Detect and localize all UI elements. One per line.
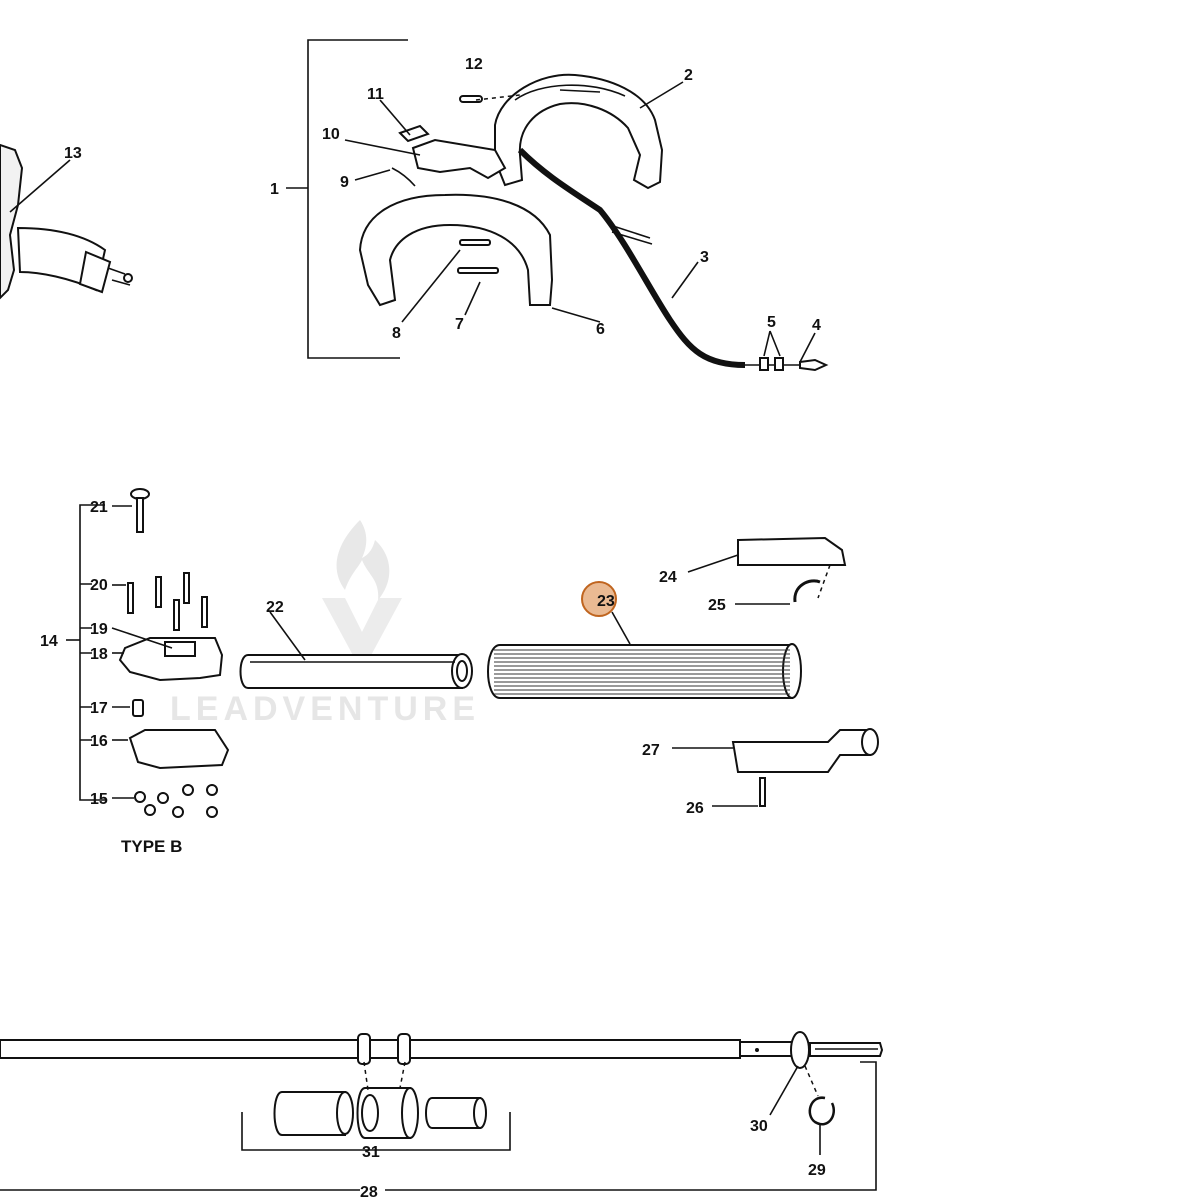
part-31-bushings	[241, 1061, 511, 1151]
callout-28[interactable]: 28	[360, 1184, 378, 1200]
part-15-nuts	[134, 784, 218, 818]
part-24-cap	[687, 536, 847, 599]
callout-2[interactable]: 2	[684, 67, 693, 84]
callout-5[interactable]: 5	[767, 314, 776, 331]
bracket-assembly-1	[286, 39, 408, 359]
callout-18[interactable]: 18	[90, 646, 108, 663]
leader-lines-type-b	[111, 505, 173, 799]
part-16-housing-bottom	[128, 729, 230, 770]
part-10-lever	[411, 138, 507, 180]
callout-14[interactable]: 14	[40, 633, 58, 650]
bracket-28	[0, 1061, 877, 1191]
part-28-shaft	[0, 1033, 884, 1065]
part-27-bracket	[672, 728, 879, 773]
callout-7[interactable]: 7	[455, 316, 464, 333]
assembly-13-drawing	[0, 143, 133, 300]
part-18-housing-top	[118, 637, 224, 682]
callout-9[interactable]: 9	[340, 174, 349, 191]
callout-12[interactable]: 12	[465, 56, 483, 73]
callout-30[interactable]: 30	[750, 1118, 768, 1135]
callout-19[interactable]: 19	[90, 621, 108, 638]
callout-4[interactable]: 4	[812, 317, 821, 334]
bracket-assembly-14	[66, 504, 105, 801]
part-29-clip	[804, 1065, 835, 1155]
part-20-screws	[127, 572, 208, 631]
callout-3[interactable]: 3	[700, 249, 709, 266]
callout-24[interactable]: 24	[659, 569, 677, 586]
callout-31[interactable]: 31	[362, 1144, 380, 1161]
callout-20[interactable]: 20	[90, 577, 108, 594]
callout-27[interactable]: 27	[642, 742, 660, 759]
part-2-upper-cover	[494, 73, 664, 190]
part-22-tube	[239, 611, 473, 689]
callout-16[interactable]: 16	[90, 733, 108, 750]
callout-8[interactable]: 8	[392, 325, 401, 342]
part-4-terminal	[799, 358, 829, 372]
callout-17[interactable]: 17	[90, 700, 108, 717]
part-30-collar	[769, 1031, 810, 1116]
part-8-screw	[459, 239, 491, 246]
part-11-clip	[398, 124, 430, 143]
part-26-screw	[712, 777, 766, 807]
part-9-spring	[391, 167, 416, 187]
callout-6[interactable]: 6	[596, 321, 605, 338]
watermark-flame-icon	[336, 520, 390, 600]
part-6-lower-cover	[358, 193, 554, 307]
part-17-pin	[132, 699, 144, 717]
callout-29[interactable]: 29	[808, 1162, 826, 1179]
watermark-v-icon	[322, 598, 402, 672]
callout-23[interactable]: 23	[597, 593, 615, 610]
callout-25[interactable]: 25	[708, 597, 726, 614]
part-5-connectors	[759, 357, 784, 371]
watermark: LEADVENTURE	[170, 520, 480, 728]
callout-15[interactable]: 15	[90, 791, 108, 808]
callout-11[interactable]: 11	[367, 86, 384, 103]
callout-22[interactable]: 22	[266, 599, 284, 616]
part-21-screw	[130, 488, 150, 533]
type-b-label: TYPE B	[121, 837, 182, 856]
part-7-screw	[457, 267, 499, 274]
part-23-grip	[487, 611, 802, 699]
callout-10[interactable]: 10	[322, 126, 340, 143]
callout-21[interactable]: 21	[90, 499, 108, 516]
callout-26[interactable]: 26	[686, 800, 704, 817]
callout-1[interactable]: 1	[270, 181, 279, 198]
callout-23-highlight[interactable]	[581, 581, 617, 617]
callout-labels: 1 2 3 4 5 6 7 8 9 10 11 12 13 14 15 16 1…	[40, 56, 826, 1200]
callout-13[interactable]: 13	[64, 145, 82, 162]
watermark-text: LEADVENTURE	[170, 690, 480, 728]
part-25-ring	[735, 579, 821, 605]
leader-lines-top	[9, 81, 816, 363]
